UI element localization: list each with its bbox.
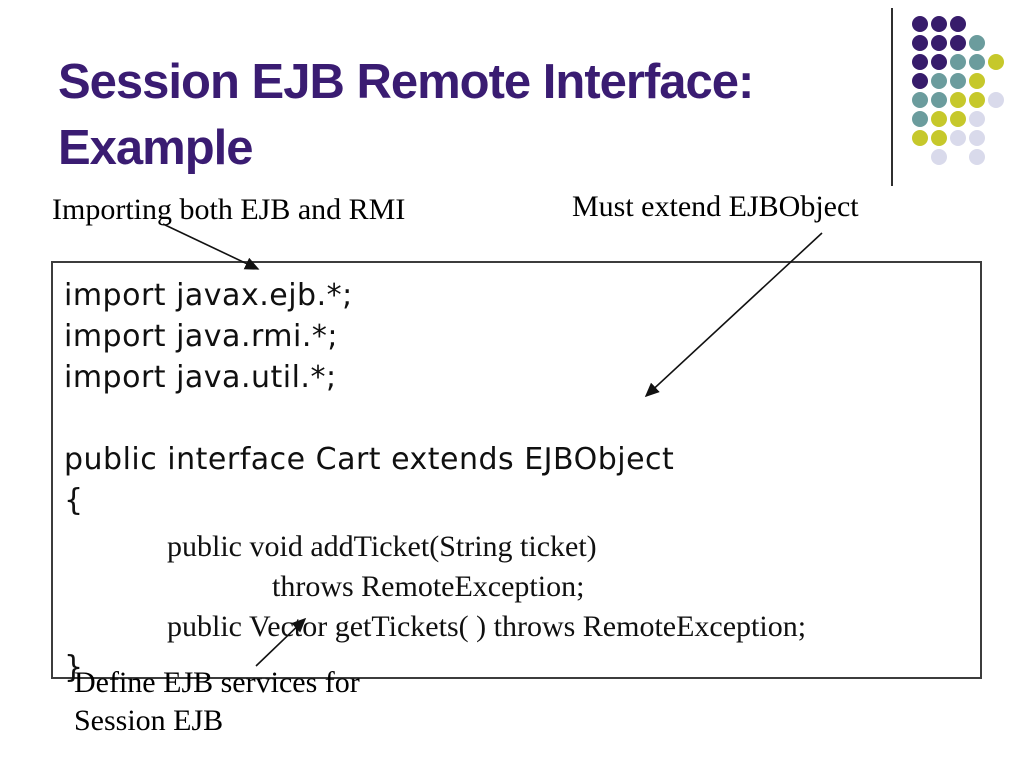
dot	[968, 129, 985, 146]
dot	[930, 148, 947, 165]
code-line: throws RemoteException;	[272, 570, 585, 603]
page-title: Session EJB Remote Interface: Example	[58, 49, 898, 181]
dot	[930, 15, 947, 32]
dot	[911, 34, 928, 51]
dot-empty	[988, 149, 1004, 165]
code-line: import java.rmi.*;	[64, 319, 338, 354]
dot-empty	[988, 35, 1004, 51]
code-line: public void addTicket(String ticket)	[167, 530, 597, 563]
annotation-must-extend-label: Must extend EJBObject	[572, 190, 859, 223]
dot	[968, 148, 985, 165]
dot	[949, 129, 966, 146]
dot	[968, 34, 985, 51]
title-separator-line	[891, 8, 893, 186]
dot	[949, 72, 966, 89]
annotation-define-line1: Define EJB services for	[74, 666, 360, 699]
dot	[911, 91, 928, 108]
dot	[911, 129, 928, 146]
dot	[930, 72, 947, 89]
code-line: {	[64, 483, 84, 518]
dot-empty	[988, 111, 1004, 127]
code-box: import javax.ejb.*; import java.rmi.*; imp…	[51, 261, 982, 685]
dot	[911, 72, 928, 89]
annotation-define-line2: Session EJB	[74, 704, 224, 737]
dot	[987, 91, 1004, 108]
dot-empty	[912, 149, 928, 165]
code-line: import javax.ejb.*;	[64, 278, 353, 313]
page-title-line2: Example	[58, 120, 254, 175]
dot-empty	[988, 73, 1004, 89]
dot	[949, 15, 966, 32]
dot	[968, 72, 985, 89]
code-line: public interface Cart extends EJBObject	[64, 442, 675, 477]
dot	[987, 53, 1004, 70]
annotation-importing-label: Importing both EJB and RMI	[52, 193, 406, 226]
dot-pattern-decoration	[910, 14, 1005, 166]
code-line	[64, 398, 980, 439]
dot	[930, 53, 947, 70]
dot	[911, 15, 928, 32]
dot	[949, 53, 966, 70]
annotation-define-services-label: Define EJB services for Session EJB	[74, 664, 360, 740]
dot	[968, 110, 985, 127]
code-line: }	[64, 650, 84, 685]
dot	[968, 91, 985, 108]
dot-empty	[969, 16, 985, 32]
dot	[968, 53, 985, 70]
dot	[949, 91, 966, 108]
dot	[911, 53, 928, 70]
dot	[930, 129, 947, 146]
page-title-line1: Session EJB Remote Interface:	[58, 54, 754, 109]
dot	[949, 34, 966, 51]
dot	[949, 110, 966, 127]
dot	[930, 34, 947, 51]
dot	[930, 110, 947, 127]
dot-empty	[988, 16, 1004, 32]
code-line: import java.util.*;	[64, 360, 337, 395]
dot	[930, 91, 947, 108]
code-line: public Vector getTickets( ) throws Remot…	[167, 610, 807, 643]
dot	[911, 110, 928, 127]
dot-empty	[988, 130, 1004, 146]
dot-empty	[950, 149, 966, 165]
